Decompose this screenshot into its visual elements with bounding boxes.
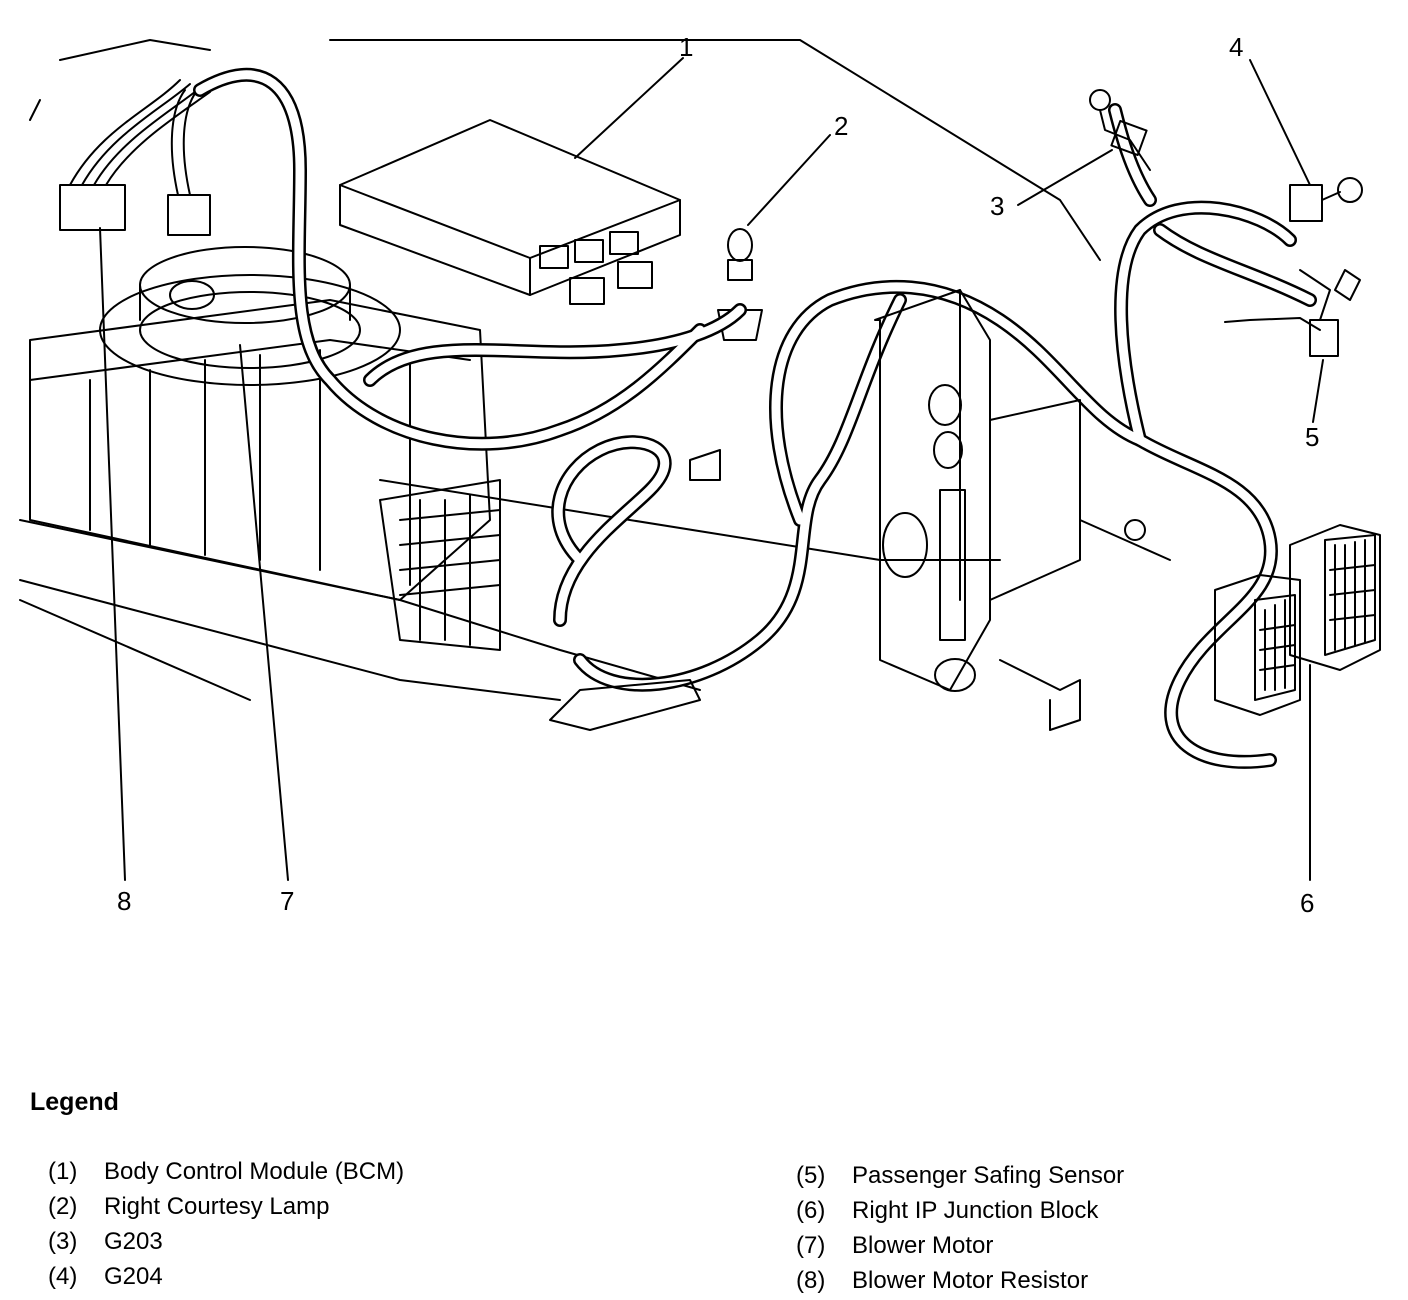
leader-line-7	[239, 344, 289, 881]
legend-item-number: (7)	[796, 1231, 826, 1259]
leader-line-4	[1249, 59, 1311, 186]
legend-item-label: G203	[104, 1227, 163, 1255]
wiring-harness-inner	[195, 70, 1315, 767]
leader-lines	[99, 57, 1324, 881]
leader-line-1	[574, 57, 684, 159]
blower-motor-resistor	[59, 79, 211, 236]
leader-line-8	[99, 227, 126, 881]
legend-item: (5) Passenger Safing Sensor	[796, 1158, 1124, 1193]
callout-7: 7	[280, 886, 294, 916]
wiring-diagram: 1 2 3 4 5 6 7 8	[19, 32, 1381, 918]
mounting-bracket	[549, 289, 1171, 731]
callout-1: 1	[679, 32, 693, 62]
leader-line-3	[1017, 149, 1113, 206]
callout-3: 3	[990, 191, 1004, 221]
legend-item-label: Body Control Module (BCM)	[104, 1157, 405, 1185]
legend-list-right: (5) Passenger Safing Sensor (6) Right IP J…	[796, 1158, 1124, 1298]
legend-item: (2) Right Courtesy Lamp	[48, 1189, 404, 1224]
leader-line-2	[747, 134, 831, 226]
callout-8: 8	[117, 886, 131, 916]
legend-item: (7) Blower Motor	[796, 1228, 1124, 1263]
body-control-module	[339, 119, 681, 305]
g204-ground	[1289, 177, 1363, 222]
legend-item-number: (5)	[796, 1161, 826, 1189]
callout-5: 5	[1305, 422, 1319, 452]
legend-item: (1) Body Control Module (BCM)	[48, 1154, 404, 1189]
g203-ground	[1089, 89, 1151, 171]
legend-title: Legend	[30, 1088, 119, 1116]
legend-item-number: (6)	[796, 1196, 826, 1224]
callout-6: 6	[1300, 888, 1314, 918]
legend-item-label: Blower Motor Resistor	[852, 1266, 1089, 1294]
legend-item-number: (3)	[48, 1227, 78, 1255]
legend-item-number: (1)	[48, 1157, 78, 1185]
callout-2: 2	[834, 111, 848, 141]
legend-item: (8) Blower Motor Resistor	[796, 1263, 1124, 1298]
legend-item: (6) Right IP Junction Block	[796, 1193, 1124, 1228]
blower-motor	[139, 246, 351, 324]
legend-item-label: Right Courtesy Lamp	[104, 1192, 330, 1220]
legend-item-label: G204	[104, 1262, 163, 1290]
leader-line-5	[1312, 359, 1324, 423]
passenger-safing-sensor	[1224, 269, 1361, 357]
legend-item-label: Passenger Safing Sensor	[852, 1161, 1125, 1189]
legend-item: (3) G203	[48, 1224, 404, 1259]
wiring-harness	[193, 67, 1317, 769]
legend-item: (4) G204	[48, 1259, 404, 1294]
legend-item-number: (2)	[48, 1192, 78, 1220]
callout-4: 4	[1229, 32, 1243, 62]
legend-item-label: Right IP Junction Block	[852, 1196, 1099, 1224]
legend-item-label: Blower Motor	[852, 1231, 994, 1259]
legend-item-number: (4)	[48, 1262, 78, 1290]
legend-list-left: (1) Body Control Module (BCM) (2) Right Co…	[48, 1154, 404, 1294]
legend-item-number: (8)	[796, 1266, 826, 1294]
right-ip-junction-block	[1214, 524, 1381, 716]
blower-housing	[29, 274, 501, 651]
